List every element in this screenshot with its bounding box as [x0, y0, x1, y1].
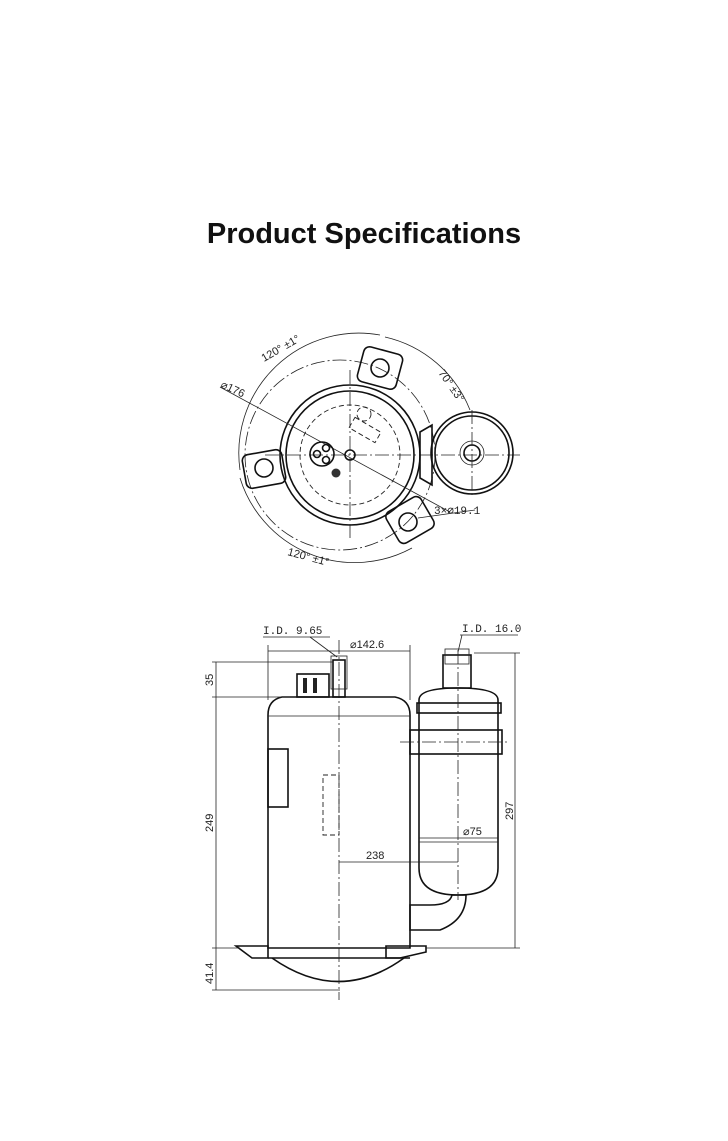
- discharge-pipe-icon: [344, 449, 356, 461]
- dim-top-label: 35: [204, 674, 216, 686]
- mount-holes-label: 3×⌀19.1: [434, 506, 481, 518]
- mounting-foot: [241, 448, 287, 490]
- angle-arc-bottom: [239, 477, 413, 563]
- accumulator-body: [418, 687, 499, 896]
- ground-stud-icon: [331, 468, 341, 478]
- foot-right: [385, 945, 427, 959]
- outer-diameter-label: ⌀176: [219, 379, 247, 400]
- page-title: Product Specifications: [206, 218, 522, 250]
- suction-id-label: I.D. 16.0: [462, 624, 521, 636]
- angle-label-bottom: 120° ±1°: [286, 546, 330, 569]
- shell-body: [267, 696, 411, 949]
- suction-tube: [409, 894, 467, 931]
- accumulator-diameter-label: ⌀75: [463, 826, 482, 838]
- dim-body-label: 249: [204, 814, 216, 832]
- accumulator-height-label: 297: [504, 802, 516, 820]
- top-view: 120° ±1° 70° ±3° 120° ±1° ⌀176 3×⌀19.1: [219, 332, 520, 569]
- suction-pipe: [442, 654, 472, 689]
- terminal-icon: [309, 441, 335, 467]
- angle-label-top-left: 120° ±1°: [260, 333, 303, 365]
- discharge-id-label: I.D. 9.65: [263, 626, 322, 638]
- terminal-cover: [296, 673, 330, 698]
- nameplate: [267, 748, 289, 808]
- dim-bottom-label: 41.4: [204, 963, 216, 984]
- angle-label-top-right: 70° ±3°: [436, 368, 467, 405]
- side-view: I.D. 9.65 I.D. 16.0 ⌀142.6 35 249 41.4 2…: [204, 624, 521, 1000]
- diameter-leader: [219, 386, 451, 513]
- shell-diameter-label: ⌀142.6: [350, 639, 384, 651]
- mounting-foot: [356, 345, 404, 391]
- bracket: [419, 423, 433, 487]
- foot-left: [233, 945, 269, 959]
- bottom-dome: [271, 957, 405, 983]
- angle-arc-top-left: [238, 332, 381, 471]
- center-distance-label: 238: [366, 850, 384, 862]
- mounting-foot: [385, 495, 435, 545]
- discharge-pipe: [332, 659, 346, 698]
